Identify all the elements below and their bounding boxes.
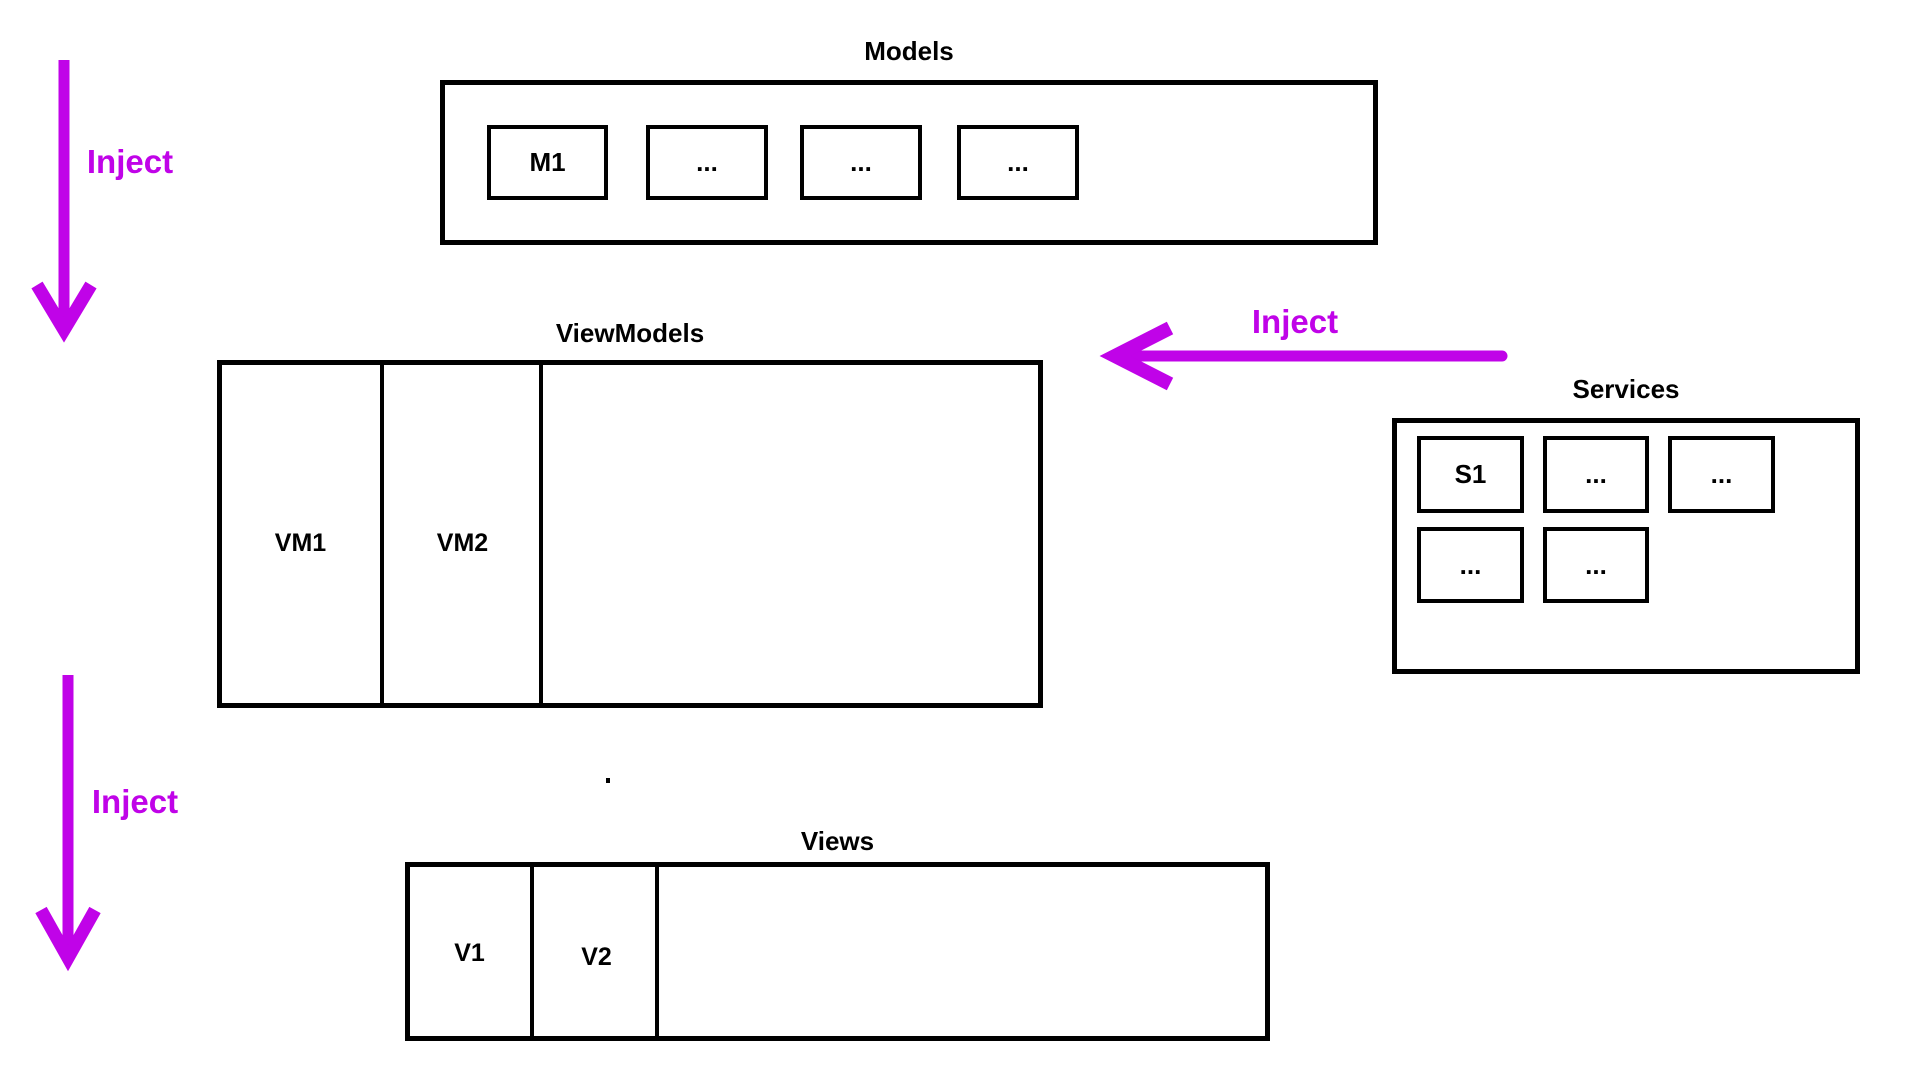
viewmodel-cell-vm2: VM2 <box>436 529 489 557</box>
views-column-divider <box>655 862 659 1041</box>
model-box-label: ... <box>696 147 718 177</box>
views-column-divider <box>530 862 534 1041</box>
views-group-title: Views <box>800 826 875 856</box>
viewmodels-column-divider <box>380 360 384 708</box>
service-box-label: ... <box>1459 549 1482 580</box>
views-container <box>405 862 1270 1041</box>
inject-label: Inject <box>86 143 174 180</box>
service-box-s1: S1 <box>1417 436 1524 513</box>
viewmodel-cell-vm1: VM1 <box>274 529 327 557</box>
service-box-label: ... <box>1585 549 1607 580</box>
inject-arrow-left-icon <box>1099 321 1508 391</box>
service-box-label: S1 <box>1454 459 1487 489</box>
model-box-ellipsis: ... <box>646 125 768 200</box>
inject-label: Inject <box>1251 303 1339 340</box>
stray-dot <box>606 778 610 783</box>
inject-label: Inject <box>91 783 179 820</box>
model-box-m1: M1 <box>487 125 608 200</box>
model-box-label: M1 <box>529 147 566 177</box>
view-cell-v2: V2 <box>581 943 612 971</box>
service-box-label: ... <box>1585 459 1607 489</box>
model-box-label: ... <box>850 147 872 177</box>
services-group-title: Services <box>1572 374 1680 404</box>
view-cell-v1: V1 <box>454 939 485 967</box>
inject-arrow-down-icon <box>31 60 97 343</box>
inject-arrow-down-icon <box>35 675 101 972</box>
model-box-label: ... <box>1007 147 1029 177</box>
model-box-ellipsis: ... <box>800 125 922 200</box>
service-box-ellipsis: ... <box>1543 527 1649 603</box>
model-box-ellipsis: ... <box>957 125 1079 200</box>
service-box-ellipsis: ... <box>1668 436 1775 513</box>
service-box-label: ... <box>1710 459 1733 489</box>
viewmodels-column-divider <box>539 360 543 708</box>
service-box-ellipsis: ... <box>1543 436 1649 513</box>
viewmodels-group-title: ViewModels <box>555 318 705 348</box>
models-group-title: Models <box>864 36 954 66</box>
service-box-ellipsis: ... <box>1417 527 1524 603</box>
viewmodels-container <box>217 360 1043 708</box>
